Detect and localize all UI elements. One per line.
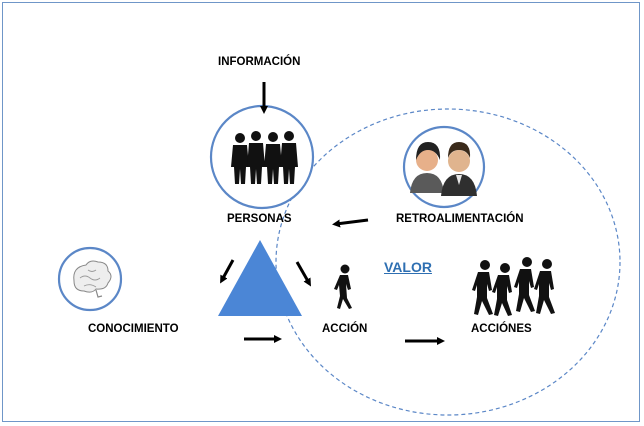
walking-group-icon (472, 257, 555, 316)
acciones-label: ACCIÓNES (471, 323, 532, 335)
feedback-to-personas-arrow (332, 218, 369, 228)
triangle-shape (218, 240, 302, 316)
walking-person-icon (334, 264, 352, 309)
conocimiento-label: CONOCIMIENTO (88, 323, 179, 335)
retroalimentacion-label: RETROALIMENTACIÓN (396, 213, 524, 225)
brain-icon (57, 246, 123, 312)
triangle-right-arrow (295, 261, 311, 287)
two-people-avatar-icon (402, 125, 486, 209)
informacion-label: INFORMACIÓN (218, 56, 301, 68)
diagram-frame (2, 2, 640, 422)
accion-label: ACCIÓN (322, 323, 368, 335)
people-silhouettes-icon (209, 104, 315, 210)
valor-label: VALOR (384, 259, 432, 275)
value-dashed-ellipse (275, 108, 621, 416)
triangle-left-arrow (220, 259, 235, 284)
personas-label: PERSONAS (227, 213, 292, 225)
